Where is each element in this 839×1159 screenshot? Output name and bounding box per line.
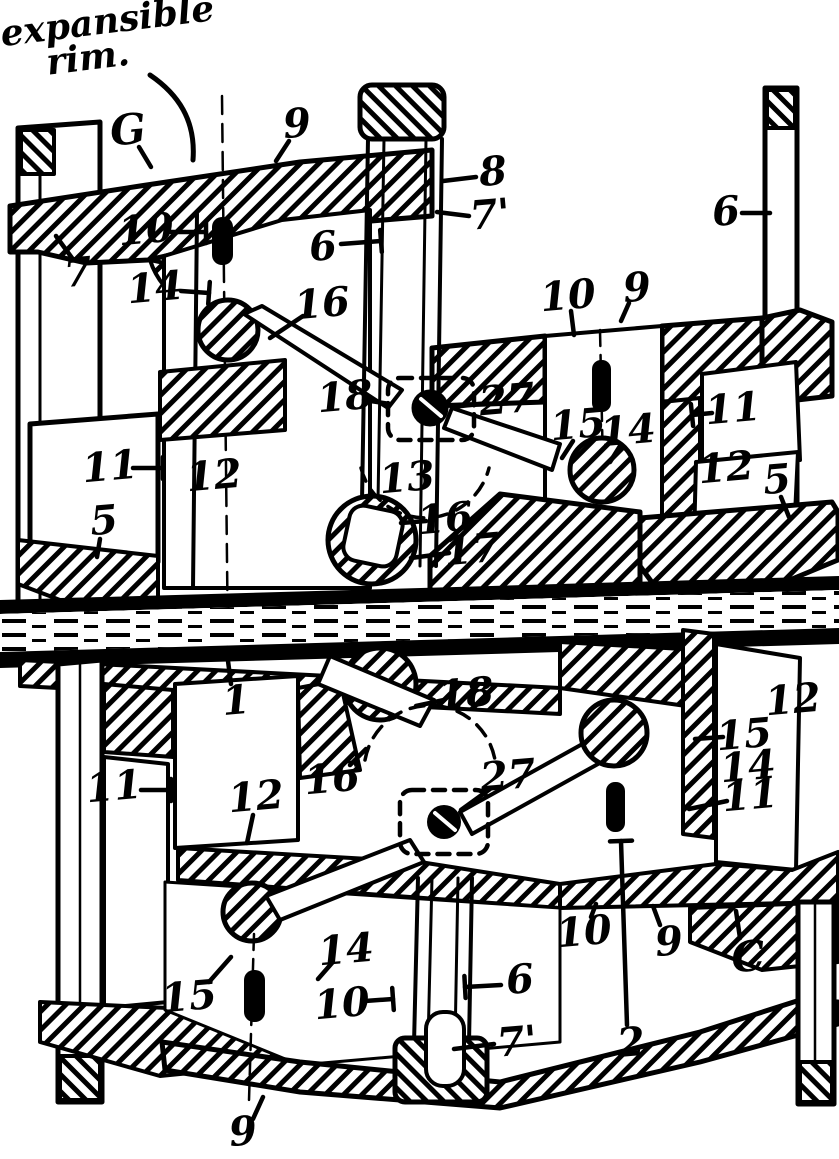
lower-pulley-section [18,628,839,1111]
label-leader-lines [53,138,792,1122]
upper-pulley-section [7,82,839,654]
annotation-leader-curve [147,72,196,163]
axle-shaft [0,576,839,668]
